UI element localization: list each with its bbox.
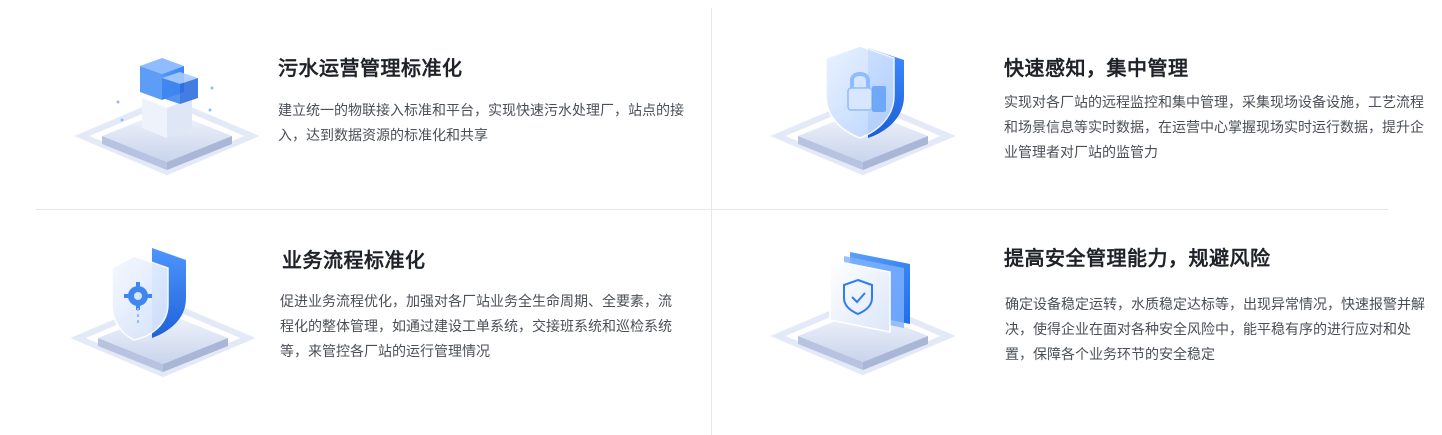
feature-title: 业务流程标准化 xyxy=(282,248,426,272)
feature-description: 建立统一的物联接入标准和平台，实现快速污水处理厂，站点的接入，达到数据资源的标准… xyxy=(278,103,684,144)
vertical-divider xyxy=(711,8,712,435)
shield-lock-icon xyxy=(768,38,958,178)
feature-title: 快速感知，集中管理 xyxy=(1004,56,1189,80)
horizontal-divider xyxy=(36,209,1388,210)
feature-description: 促进业务流程优化，加强对各厂站业务全生命周期、全要素，流程化的整体管理，如通过建… xyxy=(280,294,672,360)
cube-standardization-icon xyxy=(72,38,262,178)
feature-description: 实现对各厂站的远程监控和集中管理，采集现场设备设施，工艺流程和场景信息等实时数据… xyxy=(1004,95,1424,161)
shield-gear-icon xyxy=(68,240,258,380)
feature-title: 提高安全管理能力，规避风险 xyxy=(1004,246,1271,270)
feature-card-process: 业务流程标准化 促进业务流程优化，加强对各厂站业务全生命周期、全要素，流程化的整… xyxy=(0,210,711,435)
feature-description: 确定设备稳定运转，水质稳定达标等，出现异常情况，快速报警并解决，使得企业在面对各… xyxy=(1005,297,1425,363)
feature-card-safety: 提高安全管理能力，规避风险 确定设备稳定运转，水质稳定达标等，出现异常情况，快速… xyxy=(712,210,1442,435)
feature-card-perception: 快速感知，集中管理 实现对各厂站的远程监控和集中管理，采集现场设备设施，工艺流程… xyxy=(712,0,1442,209)
shield-check-panel-icon xyxy=(768,238,958,378)
feature-card-standardization: 污水运营管理标准化 建立统一的物联接入标准和平台，实现快速污水处理厂，站点的接入… xyxy=(0,0,711,209)
feature-title: 污水运营管理标准化 xyxy=(278,56,463,80)
